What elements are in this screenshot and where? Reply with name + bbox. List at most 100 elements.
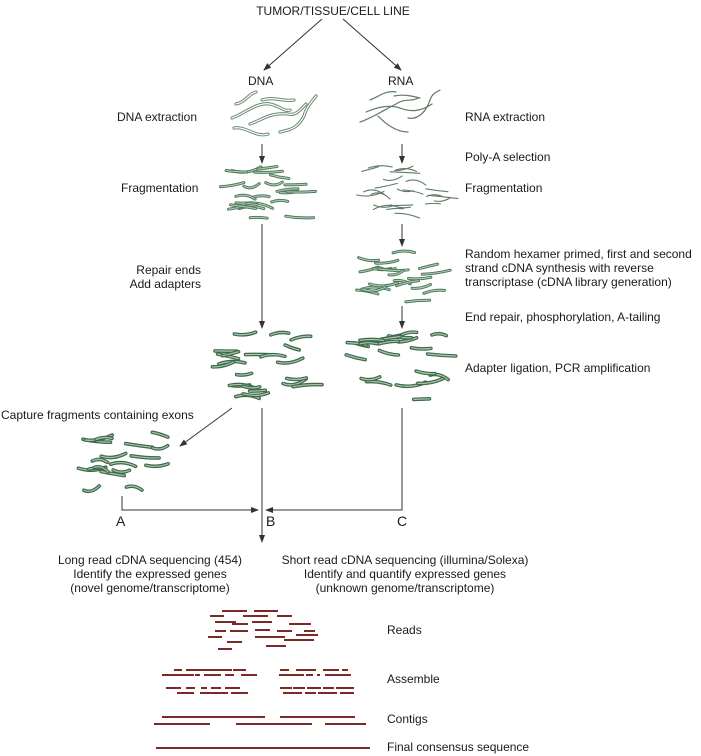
fragment-inner <box>246 202 274 209</box>
fragment-inner <box>125 443 153 448</box>
fragment-inner <box>271 199 289 203</box>
fragment-inner <box>411 284 431 289</box>
fragment-inner <box>361 286 387 292</box>
path-c-label: C <box>397 513 408 529</box>
fragment-inner <box>346 342 368 346</box>
dna-fragments <box>219 165 317 220</box>
flow-arrows <box>121 144 405 543</box>
rna-strand <box>407 89 441 119</box>
fragment-inner <box>413 398 431 400</box>
fragment-inner <box>408 276 432 280</box>
final-consensus-label: Final consensus sequence <box>387 740 530 754</box>
fragment-inner <box>396 280 419 287</box>
dna-extraction-label: DNA extraction <box>117 110 198 124</box>
reads-label: Reads <box>387 623 422 637</box>
rna-fragmentation-label: Fragmentation <box>465 181 543 195</box>
arrow-to-dna <box>263 18 323 71</box>
fragment-inner <box>100 470 125 477</box>
fragment-inner <box>427 353 457 357</box>
fragment-inner <box>91 458 108 463</box>
fragment-inner <box>236 372 253 376</box>
fragment-inner <box>253 170 283 173</box>
fragment-inner <box>276 188 299 192</box>
fragment-inner <box>235 194 256 200</box>
fragment-inner <box>257 166 278 170</box>
fragment <box>389 171 421 174</box>
assemble-lines <box>162 669 354 694</box>
fragment-inner <box>233 331 257 336</box>
fragment-inner <box>369 282 399 287</box>
path-c-line <box>265 408 403 513</box>
fragment-inner <box>277 357 304 364</box>
dna-branch-label: DNA <box>248 74 274 88</box>
fragment-inner <box>130 455 160 459</box>
fragment-inner <box>152 445 169 450</box>
fragment-inner <box>405 299 431 303</box>
fragment-inner <box>345 354 366 361</box>
exon-captured-fragments <box>76 430 170 494</box>
fragment-inner <box>151 431 169 438</box>
fragment-inner <box>211 361 235 368</box>
fragment-inner <box>290 335 312 341</box>
fragment-inner <box>388 270 404 276</box>
fragment <box>394 212 421 219</box>
fragment-inner <box>260 354 286 358</box>
polya-selection-label: Poly-A selection <box>465 150 551 164</box>
fragment <box>382 175 403 181</box>
adapter-ligation-label: Adapter ligation, PCR amplification <box>465 361 651 375</box>
fragment <box>395 167 417 172</box>
dna-strand-inner <box>279 95 317 133</box>
fragment-inner <box>125 485 143 491</box>
fragment-inner <box>230 204 257 209</box>
fragment-inner <box>285 215 315 219</box>
dna-strand-inner <box>249 103 307 125</box>
fragment-inner <box>360 376 381 381</box>
fragment-inner <box>265 181 283 186</box>
fragment <box>373 204 394 208</box>
fragment-inner <box>415 370 436 375</box>
fragment <box>386 207 405 211</box>
fragment-inner <box>359 338 384 341</box>
rna-strand <box>377 115 409 133</box>
path-b-label: B <box>266 513 276 529</box>
fragment <box>370 192 391 200</box>
fragment-inner <box>284 183 307 186</box>
fragment-inner <box>112 469 130 473</box>
cdna-synthesis-line3: transcriptase (cDNA library generation) <box>465 275 672 289</box>
fragment-inner <box>431 333 447 337</box>
rna-branch-label: RNA <box>388 74 414 88</box>
fragment-inner <box>392 250 415 254</box>
short-read-line1: Short read cDNA sequencing (illumina/Sol… <box>281 553 529 567</box>
fragment-inner <box>375 259 399 264</box>
source-title: TUMOR/TISSUE/CELL LINE <box>256 4 410 18</box>
fragment-inner <box>95 436 113 440</box>
fragment-inner <box>252 195 270 198</box>
repair-ends-label: Repair ends <box>136 263 201 277</box>
fragment-inner <box>83 485 100 492</box>
fragment <box>433 197 452 202</box>
fragment-inner <box>359 342 378 345</box>
fragment-inner <box>100 452 127 459</box>
dna-strand-inner <box>233 127 269 136</box>
fragment <box>425 202 441 205</box>
fragment-inner <box>110 461 137 467</box>
reads-lines <box>208 610 318 650</box>
fragment-inner <box>377 340 399 345</box>
short-read-line2: Identify and quantify expressed genes <box>303 567 507 581</box>
arrow-to-rna <box>342 18 402 71</box>
rna-strand <box>359 97 419 123</box>
fragment-inner <box>419 263 438 270</box>
fragment-inner <box>93 466 109 473</box>
dna-fragmentation-label: Fragmentation <box>121 181 199 195</box>
fragment <box>396 188 414 193</box>
fragment <box>425 194 443 197</box>
fragment-inner <box>286 190 316 193</box>
fragment <box>374 182 398 189</box>
fragment-inner <box>410 347 432 350</box>
fragment-inner <box>378 268 409 272</box>
fragment-inner <box>292 383 323 388</box>
fragment-inner <box>222 351 240 357</box>
fragment-inner <box>145 463 169 467</box>
dna-strand <box>230 102 292 120</box>
